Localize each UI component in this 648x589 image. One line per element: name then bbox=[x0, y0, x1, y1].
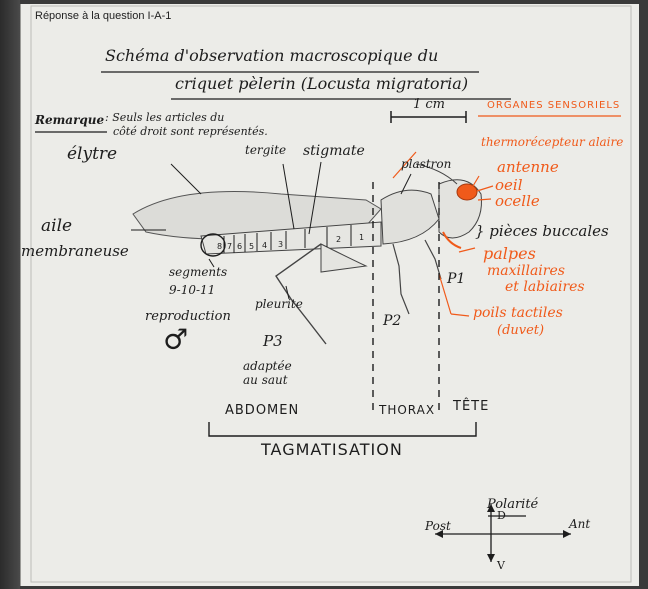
label-adaptee: adaptée bbox=[243, 359, 292, 373]
remark-line-1: : Seuls les articles du bbox=[105, 111, 225, 124]
label-tete: TÊTE bbox=[453, 399, 490, 414]
label-maxillaires: maxillaires bbox=[487, 263, 565, 279]
label-labiaires: et labiaires bbox=[505, 279, 585, 295]
thorax-shape bbox=[380, 189, 440, 245]
scale-label: 1 cm bbox=[413, 97, 446, 112]
label-plastron: plastron bbox=[401, 157, 452, 171]
page-frame bbox=[30, 5, 632, 583]
label-stigmate: stigmate bbox=[303, 143, 365, 159]
segment-number: 4 bbox=[262, 241, 267, 250]
middle-leg-shape bbox=[392, 243, 410, 315]
label-reproduction: reproduction bbox=[145, 309, 231, 324]
label-poils-tactiles: poils tactiles bbox=[473, 305, 563, 321]
label-palpes: palpes bbox=[483, 244, 536, 263]
segment-number: 7 bbox=[227, 242, 232, 251]
remark-line-2: côté droit sont représentés. bbox=[113, 125, 268, 138]
segment-number: 6 bbox=[237, 242, 242, 251]
label-p1: P1 bbox=[447, 271, 466, 287]
background-edge bbox=[0, 0, 20, 589]
antenna-shape bbox=[415, 163, 458, 185]
segment-number: 3 bbox=[278, 240, 283, 249]
title-line-2: criquet pèlerin (Locusta migratoria) bbox=[175, 74, 469, 93]
label-pieces-buccales: } pièces buccales bbox=[475, 222, 609, 240]
segment-number: 5 bbox=[249, 242, 254, 251]
label-p2: P2 bbox=[383, 313, 402, 329]
segment-number: 2 bbox=[336, 235, 341, 244]
abdomen-shape bbox=[200, 221, 382, 255]
leader-lines bbox=[131, 161, 412, 300]
label-thorax: THORAX bbox=[379, 403, 436, 417]
label-pleurite: pleurite bbox=[255, 297, 303, 311]
label-segments-numbers: 9-10-11 bbox=[169, 283, 216, 297]
label-membraneuse: membraneuse bbox=[21, 242, 129, 260]
segment-lines bbox=[223, 225, 352, 253]
genital-circle bbox=[200, 233, 226, 257]
label-ventral: V bbox=[497, 559, 505, 572]
question-label: Réponse à la question I-A-1 bbox=[35, 10, 172, 22]
orange-leader-lines bbox=[392, 151, 494, 317]
label-aile: aile bbox=[41, 216, 73, 236]
label-organes-sensoriels: ORGANES SENSORIELS bbox=[487, 100, 621, 111]
label-oeil: oeil bbox=[495, 176, 523, 194]
tagmatisation-bracket bbox=[208, 422, 477, 437]
drawing-canvas: 8 7 6 5 4 3 2 1 bbox=[30, 5, 632, 583]
label-dorsal: D bbox=[497, 509, 506, 522]
label-antenne: antenne bbox=[497, 158, 559, 176]
label-tagmatisation: TAGMATISATION bbox=[261, 440, 403, 459]
label-ocelle: ocelle bbox=[495, 192, 540, 210]
fore-leg-shape bbox=[424, 239, 442, 280]
label-thermorecepteur: thermorécepteur alaire bbox=[481, 135, 624, 149]
segment-number: 8 bbox=[217, 242, 222, 251]
segment-number: 1 bbox=[359, 233, 364, 242]
title-line-1: Schéma d'observation macroscopique du bbox=[105, 46, 439, 65]
label-p3: P3 bbox=[263, 332, 283, 350]
label-elytre: élytre bbox=[67, 144, 118, 164]
label-segments: segments bbox=[169, 265, 228, 279]
document-page: Réponse à la question I-A-1 bbox=[20, 4, 639, 586]
eye-shape bbox=[456, 183, 478, 201]
label-tergite: tergite bbox=[245, 143, 287, 157]
remark-label: Remarque bbox=[35, 113, 105, 127]
label-ant: Ant bbox=[569, 517, 591, 531]
label-duvet: (duvet) bbox=[497, 323, 545, 338]
palpes-shape bbox=[442, 231, 462, 249]
label-post: Post bbox=[425, 519, 451, 533]
label-polarite: Polarité bbox=[487, 497, 539, 512]
hind-leg-shape bbox=[275, 243, 327, 345]
label-abdomen: ABDOMEN bbox=[225, 403, 300, 418]
label-au-saut: au saut bbox=[243, 373, 288, 387]
male-symbol-icon: ♂ bbox=[163, 323, 189, 356]
